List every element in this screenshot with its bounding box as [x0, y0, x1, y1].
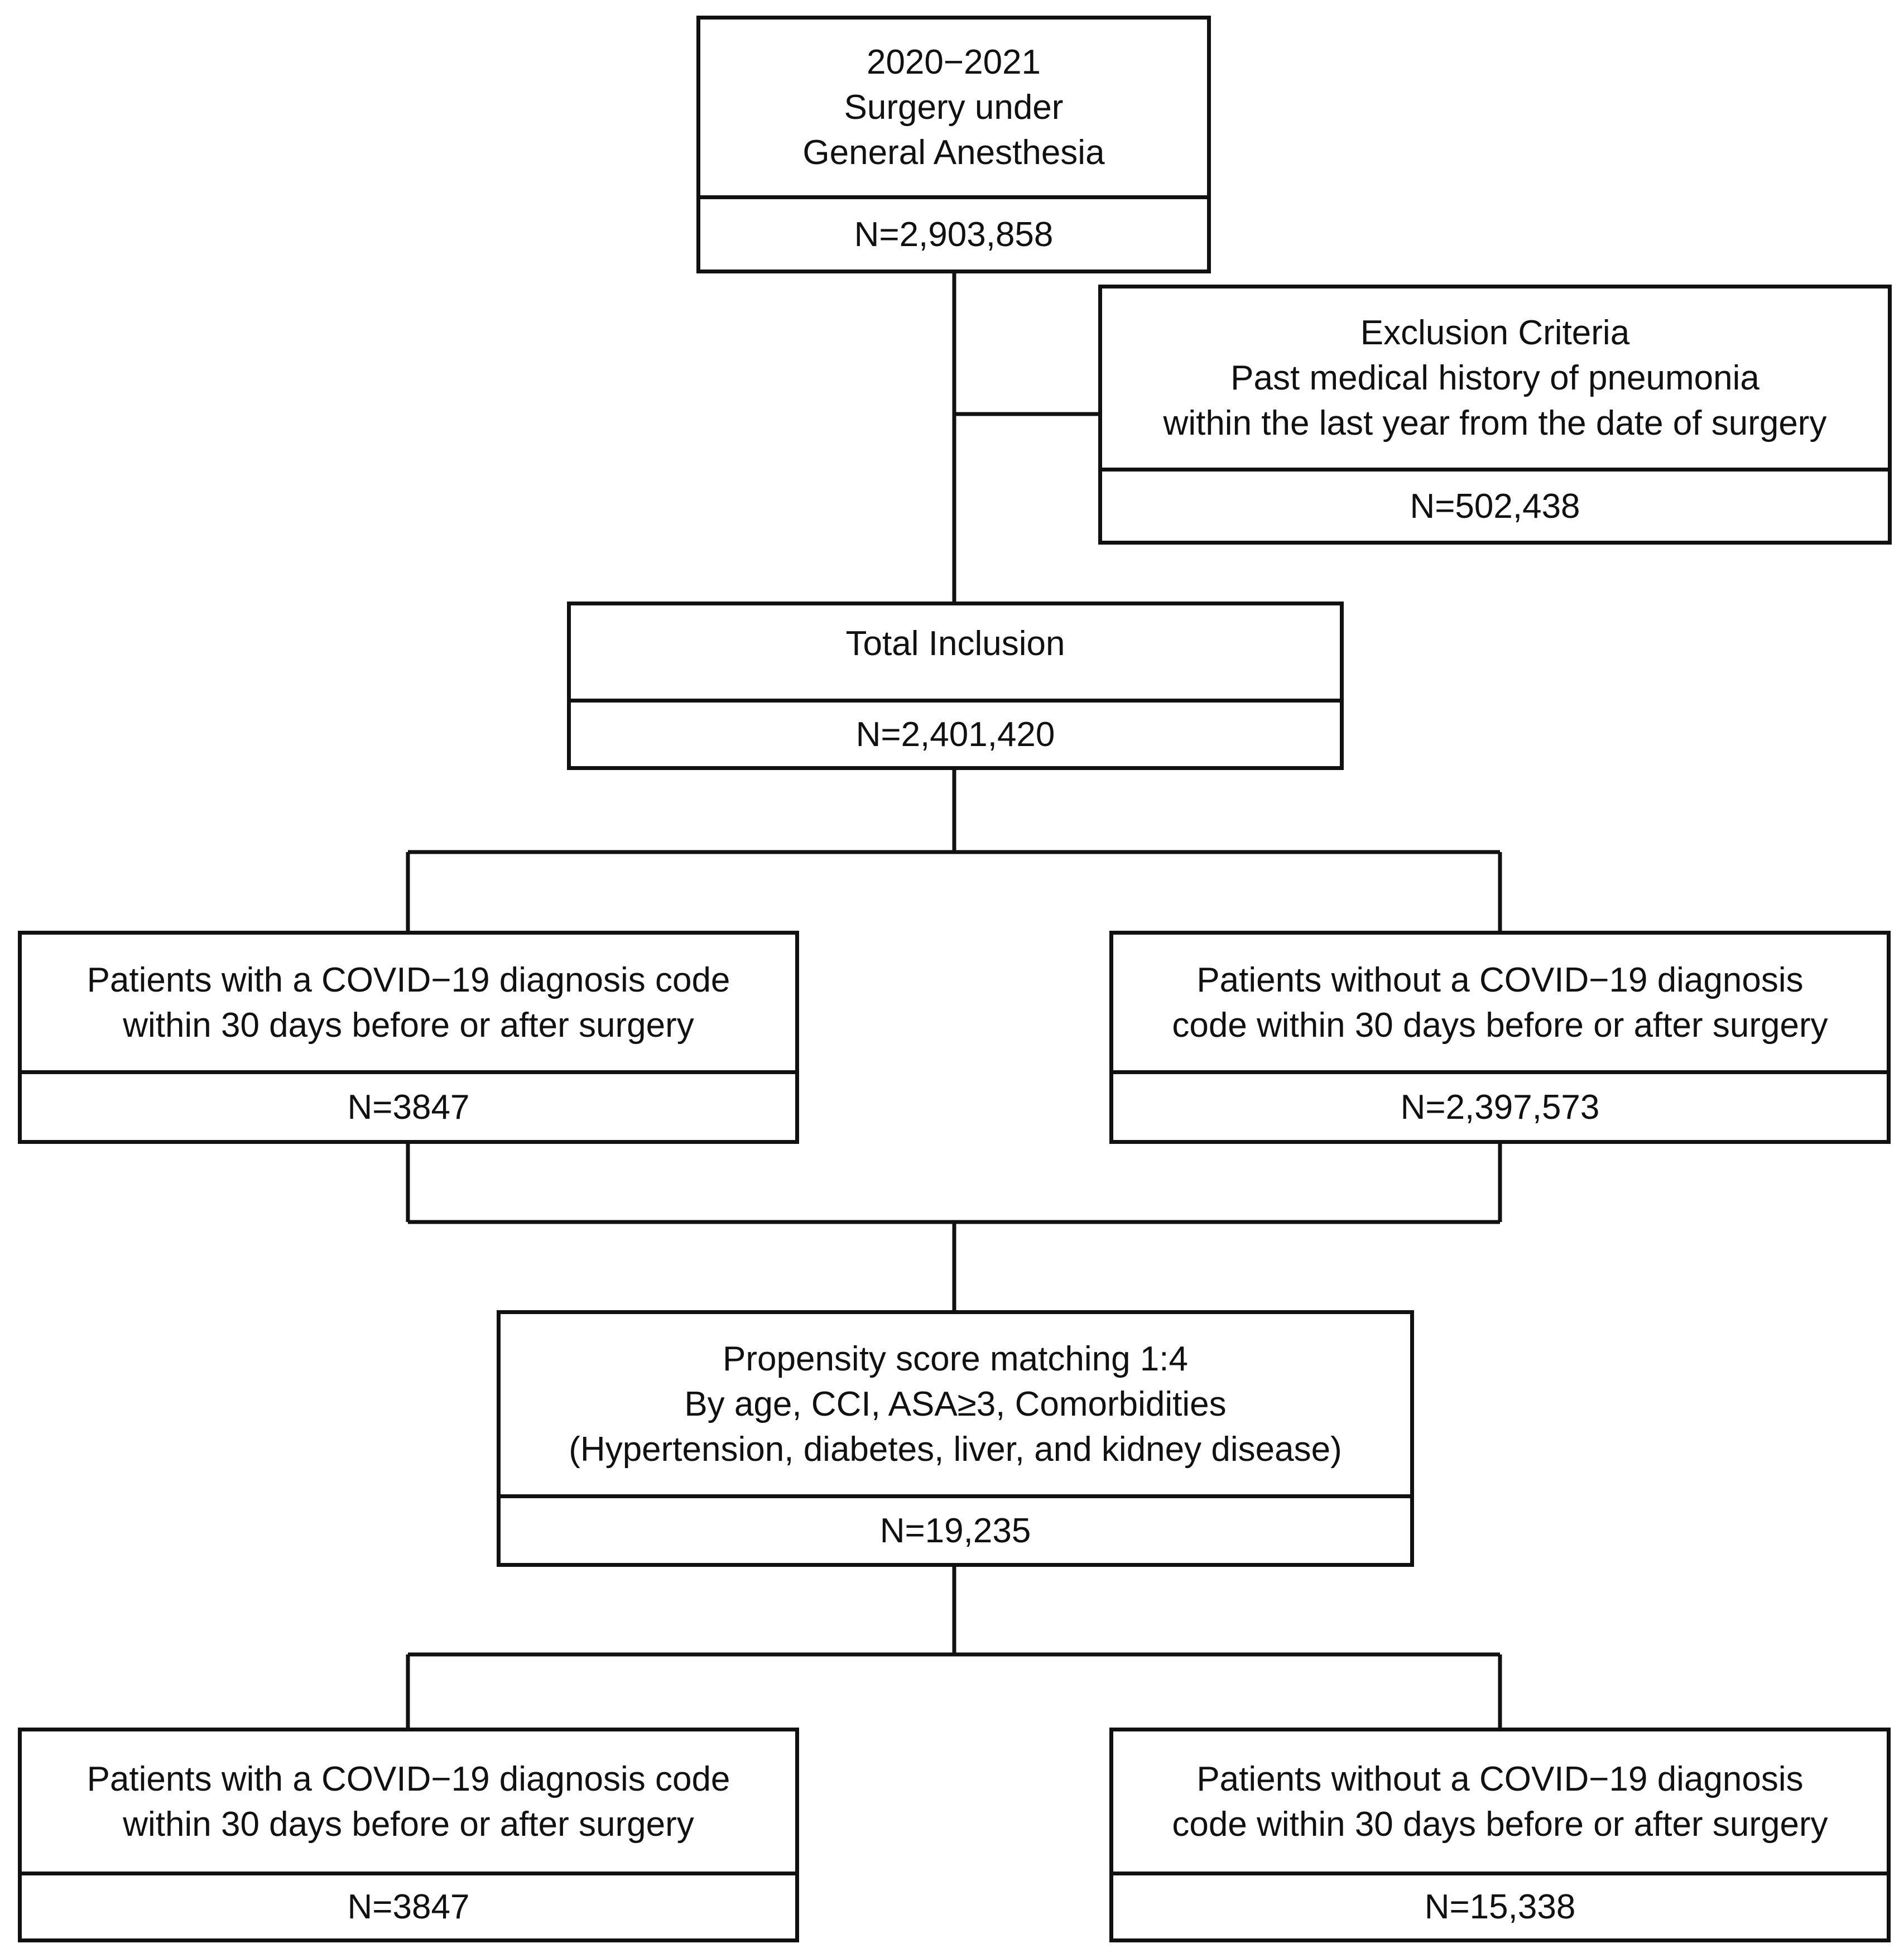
covid-post-count: N=3847 [347, 1888, 470, 1926]
nocovid-pre-label-line-2: code within 30 days before or after surg… [1172, 1006, 1828, 1045]
total-inclusion-box: Total Inclusion N=2,401,420 [567, 602, 1344, 770]
surgery-box: 2020−2021 Surgery under General Anesthes… [696, 16, 1211, 273]
surgery-count: N=2,903,858 [854, 215, 1054, 254]
psm-label-line-3: (Hypertension, diabetes, liver, and kidn… [569, 1430, 1342, 1469]
matched-non-covid-patients-box: Patients without a COVID−19 diagnosis co… [1109, 1728, 1891, 1942]
surgery-label: 2020−2021 Surgery under General Anesthes… [700, 20, 1207, 199]
nocovid-pre-label-line-1: Patients without a COVID−19 diagnosis [1196, 960, 1804, 999]
covid-pre-count: N=3847 [347, 1088, 470, 1127]
covid-post-label: Patients with a COVID−19 diagnosis code … [22, 1731, 795, 1875]
nocovid-post-count: N=15,338 [1424, 1888, 1576, 1926]
surgery-label-line-1: 2020−2021 [866, 43, 1041, 81]
inclusion-label-line-1: Total Inclusion [845, 624, 1065, 663]
psm-label-line-1: Propensity score matching 1:4 [723, 1340, 1188, 1378]
covid-pre-label-line-1: Patients with a COVID−19 diagnosis code [86, 960, 730, 999]
nocovid-post-label-line-2: code within 30 days before or after surg… [1172, 1805, 1828, 1844]
nocovid-post-label: Patients without a COVID−19 diagnosis co… [1113, 1731, 1887, 1875]
non-covid-patients-box: Patients without a COVID−19 diagnosis co… [1109, 931, 1891, 1144]
surgery-label-line-2: Surgery under [844, 88, 1064, 127]
covid-pre-label-line-2: within 30 days before or after surgery [123, 1006, 694, 1045]
exclusion-label-line-2: Past medical history of pneumonia [1230, 359, 1759, 397]
covid-pre-label: Patients with a COVID−19 diagnosis code … [22, 935, 795, 1074]
exclusion-label-line-3: within the last year from the date of su… [1163, 404, 1827, 442]
nocovid-pre-label: Patients without a COVID−19 diagnosis co… [1113, 935, 1887, 1074]
psm-label-line-2: By age, CCI, ASA≥3, Comorbidities [684, 1385, 1227, 1423]
exclusion-label: Exclusion Criteria Past medical history … [1102, 288, 1888, 472]
inclusion-label: Total Inclusion [571, 605, 1340, 703]
covid-post-label-line-1: Patients with a COVID−19 diagnosis code [86, 1759, 730, 1798]
nocovid-post-label-line-1: Patients without a COVID−19 diagnosis [1196, 1759, 1804, 1798]
covid-patients-box: Patients with a COVID−19 diagnosis code … [18, 931, 799, 1144]
surgery-label-line-3: General Anesthesia [802, 133, 1105, 172]
psm-label: Propensity score matching 1:4 By age, CC… [501, 1314, 1410, 1498]
exclusion-criteria-box: Exclusion Criteria Past medical history … [1098, 285, 1892, 545]
propensity-matching-box: Propensity score matching 1:4 By age, CC… [497, 1310, 1414, 1567]
psm-count: N=19,235 [879, 1511, 1031, 1550]
exclusion-label-line-1: Exclusion Criteria [1360, 314, 1630, 352]
matched-covid-patients-box: Patients with a COVID−19 diagnosis code … [18, 1728, 799, 1942]
covid-post-label-line-2: within 30 days before or after surgery [123, 1805, 694, 1844]
nocovid-pre-count: N=2,397,573 [1400, 1088, 1600, 1127]
exclusion-count: N=502,438 [1410, 487, 1580, 526]
inclusion-count: N=2,401,420 [855, 715, 1055, 754]
